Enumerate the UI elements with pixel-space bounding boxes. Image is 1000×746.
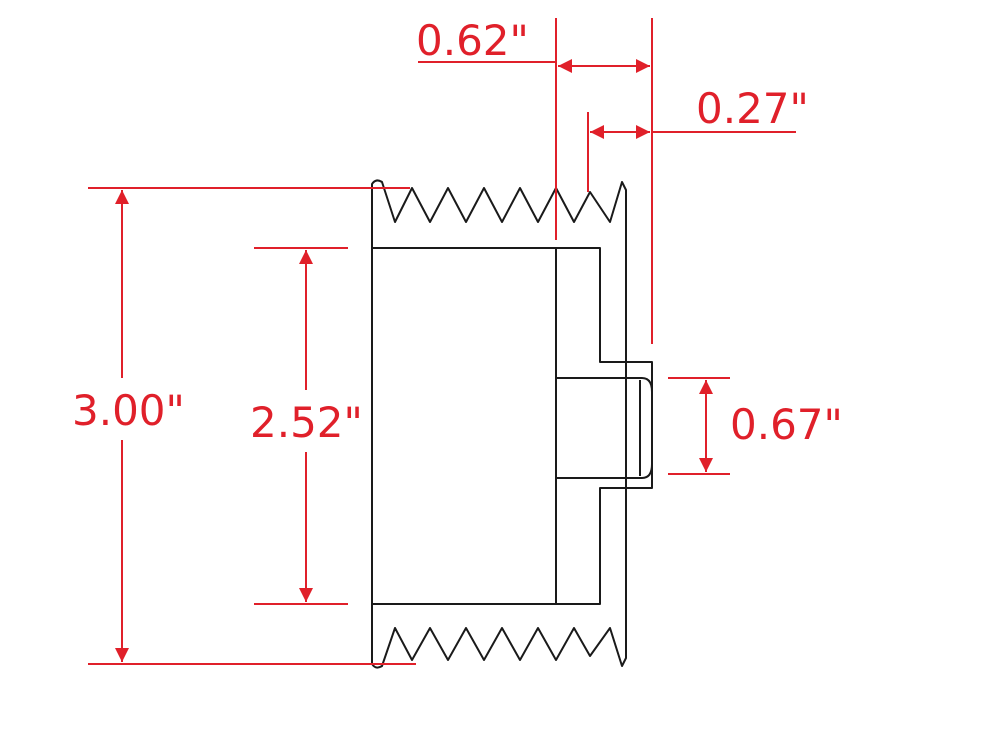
dimension-lines: [88, 18, 796, 665]
upper-groove-profile: [371, 179, 627, 248]
rim-width-label: 0.27": [696, 84, 809, 133]
pulley-body: [371, 247, 557, 605]
pulley-outline: [371, 179, 653, 669]
lower-groove-profile: [371, 604, 627, 669]
bore-label: 0.67": [730, 400, 843, 449]
hub-offset-label: 0.62": [416, 16, 529, 65]
pulley-flange: [556, 247, 653, 605]
pulley-hub: [556, 377, 653, 479]
inner-diameter-label: 2.52": [250, 398, 363, 447]
outer-diameter-label: 3.00": [72, 386, 185, 435]
